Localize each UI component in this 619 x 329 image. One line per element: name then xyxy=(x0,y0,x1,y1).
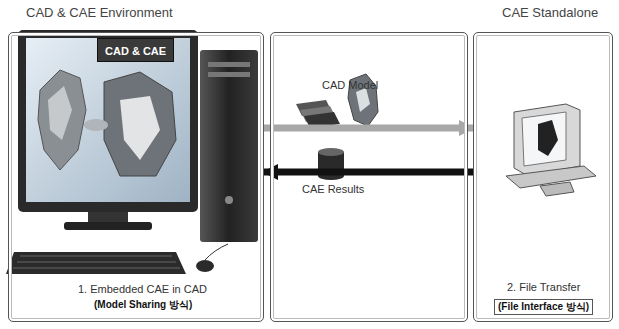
model-transfer-arrow xyxy=(264,125,473,132)
standalone-computer xyxy=(506,104,596,196)
file-label: CAE Results xyxy=(302,183,364,196)
method-name: 1. Embedded CAE in CAD xyxy=(78,283,207,296)
file-label: CAD Model xyxy=(322,79,378,92)
keyboard xyxy=(6,244,228,274)
method-note: (File Interface 방식) xyxy=(494,299,593,315)
screen-badge: CAD & CAE xyxy=(97,38,174,62)
cad-model-files xyxy=(296,74,378,128)
results-return-arrow xyxy=(264,169,473,176)
badge-label: CAD & CAE xyxy=(105,45,166,57)
monitor xyxy=(18,30,198,230)
method-name: 2. File Transfer xyxy=(507,281,580,294)
computer-tower xyxy=(200,50,258,242)
method-note: (Model Sharing 방식) xyxy=(94,299,192,311)
transfer-panel: CAD ModelCAE Results xyxy=(270,32,468,322)
group-title: CAE Standalone xyxy=(502,6,598,21)
group-title: CAD & CAE Environment xyxy=(26,6,173,21)
standalone-panel: CAE Standalone2. File Transfer(File Inte… xyxy=(473,32,613,322)
environment-panel: CAD & CAE Environment1. Embedded CAE in … xyxy=(8,32,264,322)
